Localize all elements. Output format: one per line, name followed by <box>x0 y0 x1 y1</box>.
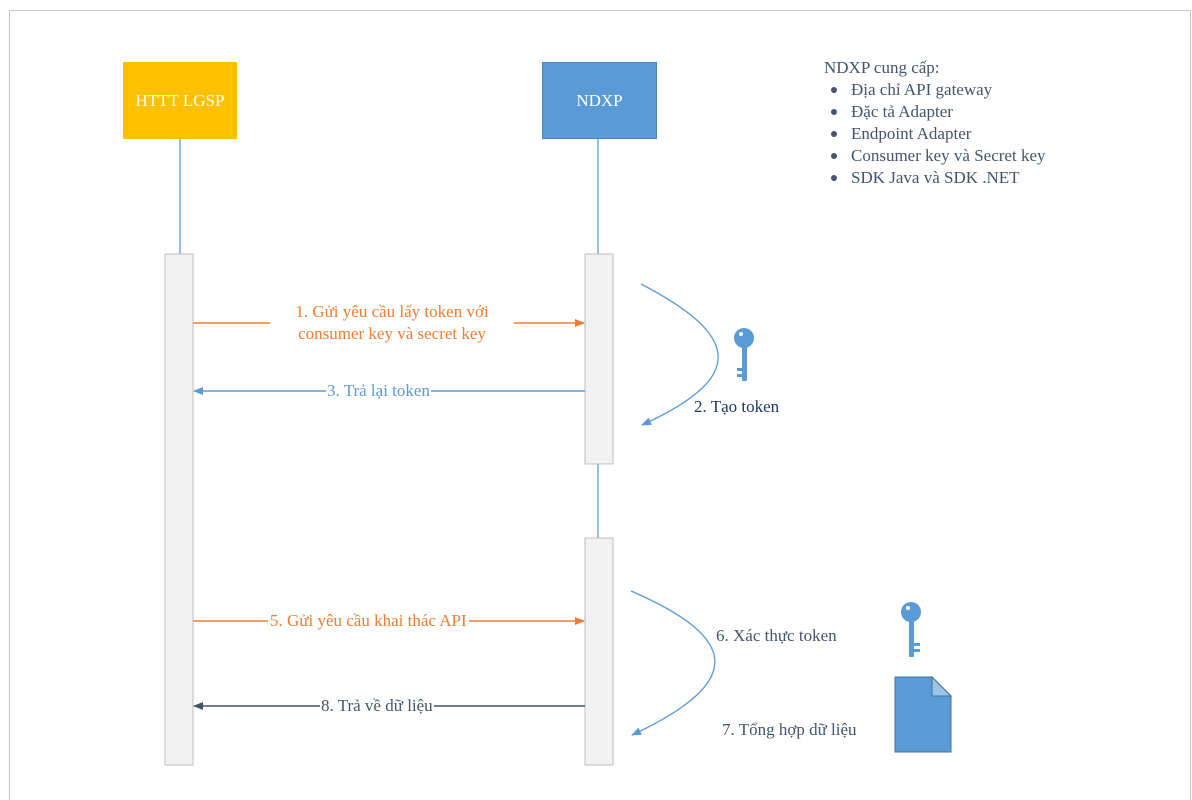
message-3-label: 3. Trả lại token <box>326 380 431 402</box>
bullet-icon <box>831 153 837 159</box>
bullet-icon <box>831 131 837 137</box>
activation-server-2 <box>584 537 614 766</box>
provides-item: Đặc tả Adapter <box>824 101 1046 123</box>
activation-server-1 <box>584 253 614 465</box>
actor-client-label: HTTT LGSP <box>135 90 225 110</box>
provides-note: NDXP cung cấp: Địa chỉ API gateway Đặc t… <box>824 57 1046 189</box>
message-6-label: 6. Xác thực token <box>716 626 837 645</box>
document-icon <box>894 675 953 753</box>
provides-item: Consumer key và Secret key <box>824 145 1046 167</box>
self-call-create-token <box>640 283 719 426</box>
provides-item: Địa chỉ API gateway <box>824 79 1046 101</box>
message-1-label: 1. Gửi yêu cầu lấy token với consumer ke… <box>270 301 514 345</box>
message-2-label: 2. Tạo token <box>694 397 780 416</box>
actor-server-label: NDXP <box>576 90 623 110</box>
key-icon <box>734 328 754 381</box>
self-call-verify <box>630 590 716 736</box>
actor-server-box: NDXP <box>542 62 657 139</box>
provides-list: Địa chỉ API gateway Đặc tả Adapter Endpo… <box>824 79 1046 189</box>
provides-item: Endpoint Adapter <box>824 123 1046 145</box>
actor-client-box: HTTT LGSP <box>123 62 237 139</box>
message-1-line-1: 1. Gửi yêu cầu lấy token với <box>295 302 489 321</box>
bullet-icon <box>831 87 837 93</box>
activation-client <box>164 253 194 766</box>
provides-title: NDXP cung cấp: <box>824 58 940 77</box>
key-icon <box>901 602 921 657</box>
provides-item: SDK Java và SDK .NET <box>824 167 1046 189</box>
message-5-label: 5. Gửi yêu cầu khai thác API <box>268 610 469 632</box>
bullet-icon <box>831 175 837 181</box>
message-8-label: 8. Trả về dữ liệu <box>320 695 434 717</box>
message-7-label: 7. Tổng hợp dữ liệu <box>722 720 857 739</box>
frame-border <box>9 10 1191 800</box>
message-1-line-2: consumer key và secret key <box>298 324 486 343</box>
bullet-icon <box>831 109 837 115</box>
